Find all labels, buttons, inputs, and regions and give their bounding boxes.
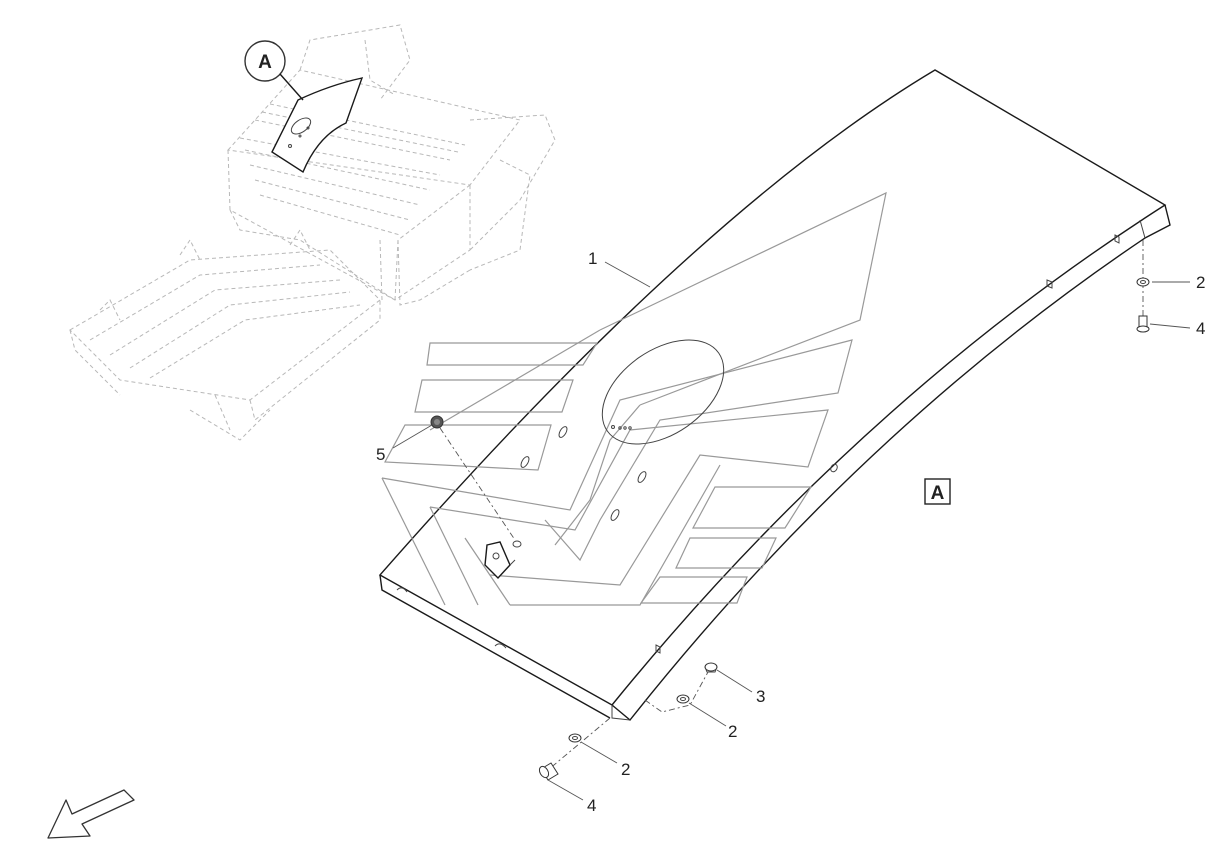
- callout-bolt-bottom: 4: [587, 796, 596, 815]
- view-marker: A: [924, 478, 951, 505]
- bolt-bottom: [538, 762, 559, 781]
- callouts: 1 2 4 5 3 2 2 4: [376, 249, 1205, 815]
- washer-bottom-right: [644, 671, 709, 713]
- callout-panel: 1: [588, 249, 597, 268]
- hardware: [430, 240, 1150, 781]
- overview-panel-highlight: [271, 77, 364, 174]
- washer-right: [1136, 240, 1150, 318]
- view-marker-label: A: [931, 483, 945, 504]
- callout-washer-right: 2: [1196, 273, 1205, 292]
- cap-bottom: [704, 662, 718, 673]
- roof-panel: [378, 69, 1171, 721]
- callout-cap-bottom: 3: [756, 687, 765, 706]
- bolt-right: [1136, 315, 1150, 333]
- detail-view-label: A: [258, 52, 272, 73]
- callout-bolt-right: 4: [1196, 319, 1205, 338]
- callout-nut-top: 5: [376, 445, 385, 464]
- arrow-down-left-icon: [47, 789, 135, 839]
- callout-washer-bottom-left: 2: [621, 760, 630, 779]
- machine-overview: [69, 24, 556, 441]
- detail-view-callout: A: [244, 40, 304, 101]
- callout-washer-bottom-right: 2: [728, 722, 737, 741]
- washer-bottom-left: [547, 717, 611, 771]
- nut-top: [430, 415, 522, 548]
